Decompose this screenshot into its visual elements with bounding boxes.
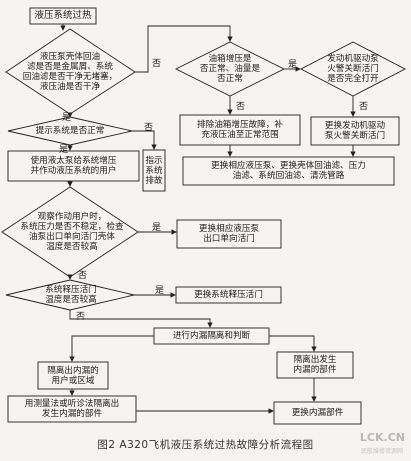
start-node: 液压系统过热 [34, 10, 92, 21]
process-use-pump: 使用液太泵给系统增压 并作动液压系统的用户 [30, 156, 117, 176]
process-replace-relief-valve: 更换系统释压活门 [194, 290, 263, 300]
label-yes-d3: 是 [152, 223, 162, 233]
process-isolated-part-box [276, 351, 354, 379]
label-no-d1: 否 [152, 59, 162, 69]
label-yes-d1: 是 [62, 113, 72, 123]
label-no-engine: 否 [359, 102, 369, 112]
label-no-d3: 否 [78, 271, 88, 281]
decision-pressure-unstable: 观察作动用户时， 系统压力是否不稳定，检查 油泵出口单向活门壳体 温度是否较高 [20, 212, 124, 252]
process-replace-pump-check-valve: 更换相应液压泵 出口单向活门 [198, 224, 260, 244]
process-isolate-leak: 进行内漏隔离和判断 [172, 331, 251, 341]
process-replace-parts-box [182, 156, 395, 186]
process-tank-fix-box [179, 114, 301, 146]
process-indicator-box [142, 149, 166, 192]
label-yes-tank: 是 [288, 60, 298, 70]
label-yes-d4: 是 [155, 286, 165, 296]
process-replace-pump-filters: 更换相应液压泵、更换壳体回油滤、压力 油滤、系统回油滤、清洗管路 [211, 161, 366, 181]
label-no-tank: 否 [236, 102, 246, 112]
process-isolate-users: 隔离出内漏的 用户或区域 [47, 365, 99, 386]
process-replace-firewall-valve: 更换发动机驱动 泵火警关断活门 [324, 121, 386, 141]
process-locate-leak-part: 用测量法或听诊法隔离出 发生内漏的部件 [24, 399, 120, 419]
process-users-box [37, 361, 109, 390]
watermark-logo: LCK.CN [359, 431, 405, 444]
decision-relief-valve-temp: 系统释压活门 温度是否较高 [45, 285, 97, 305]
decision-engine-firewall-valve: 发动机驱动泵 火警关断活门 是否完全打开 [327, 54, 379, 84]
process-replace-leak-part: 更换内漏部件 [291, 408, 344, 418]
label-no-d2: 否 [144, 123, 154, 133]
process-replace-leak-box [273, 401, 362, 425]
decision-tank-pressure: 油箱增压是 否正常、油量是 否正常 [199, 54, 261, 84]
process-use-box [7, 150, 140, 182]
label-yes-d2: 是 [59, 145, 69, 155]
process-engine-valve-box [310, 116, 400, 146]
process-locate-box [7, 395, 137, 423]
decision-system-normal: 提示系统是否正常 [35, 126, 105, 136]
process-fix-tank-pressure: 排除油箱增压故障，补 充液压油至正常范围 [197, 120, 283, 140]
process-relief-box [175, 286, 282, 304]
label-no-d4: 否 [76, 312, 86, 322]
process-pump-valve-box [176, 219, 282, 249]
watermark-subtitle: 民航维修资源网 [360, 448, 403, 455]
process-indicator-troubleshoot: 指示 系统 排故 [145, 155, 163, 186]
decision-metal-debris: 液压泵壳体回油 滤是否是金属屑、系统 回油滤是否干净无堵塞， 液压油是否干净 [22, 52, 118, 92]
figure-caption: 图2 A320飞机液压系统过热故障分析流程图 [97, 439, 314, 451]
process-isolated-part: 隔离出发生 内漏的部件 [293, 355, 337, 375]
